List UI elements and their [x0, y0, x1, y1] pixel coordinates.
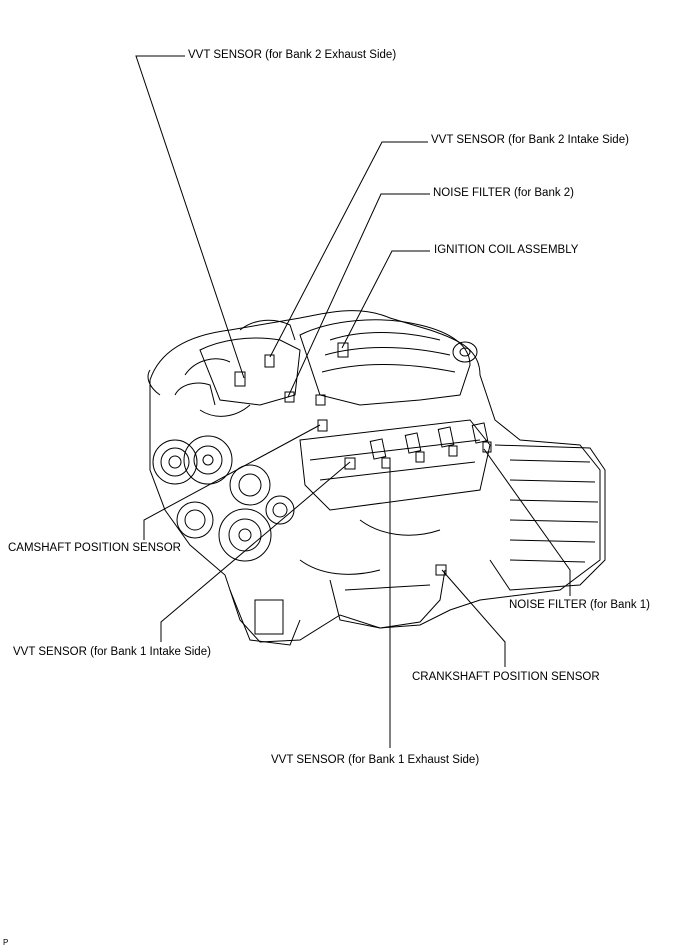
label-crankshaft-position: CRANKSHAFT POSITION SENSOR	[412, 671, 600, 683]
figure-code: P	[3, 938, 9, 947]
label-camshaft-position: CAMSHAFT POSITION SENSOR	[8, 542, 181, 554]
leader-crankshaft-position	[441, 569, 506, 667]
label-noise-filter-bank1: NOISE FILTER (for Bank 1)	[509, 599, 651, 611]
engine-illustration	[147, 310, 606, 646]
label-vvt-bank2-exhaust: VVT SENSOR (for Bank 2 Exhaust Side)	[188, 49, 397, 61]
leader-lines	[135, 55, 571, 748]
label-ignition-coil: IGNITION COIL ASSEMBLY	[434, 244, 579, 256]
leader-vvt-bank1-intake	[160, 461, 351, 642]
leader-ignition-coil	[341, 250, 430, 349]
leader-vvt-bank2-exhaust	[135, 55, 245, 379]
leader-noise-filter-bank2	[287, 193, 430, 398]
label-noise-filter-bank2: NOISE FILTER (for Bank 2)	[433, 187, 575, 199]
label-vvt-bank2-intake: VVT SENSOR (for Bank 2 Intake Side)	[431, 134, 629, 146]
leader-vvt-bank2-intake	[269, 141, 428, 358]
label-vvt-bank1-exhaust: VVT SENSOR (for Bank 1 Exhaust Side)	[271, 754, 480, 766]
label-vvt-bank1-intake: VVT SENSOR (for Bank 1 Intake Side)	[13, 646, 211, 658]
leader-camshaft-position	[143, 424, 321, 540]
leader-noise-filter-bank1	[483, 448, 571, 596]
